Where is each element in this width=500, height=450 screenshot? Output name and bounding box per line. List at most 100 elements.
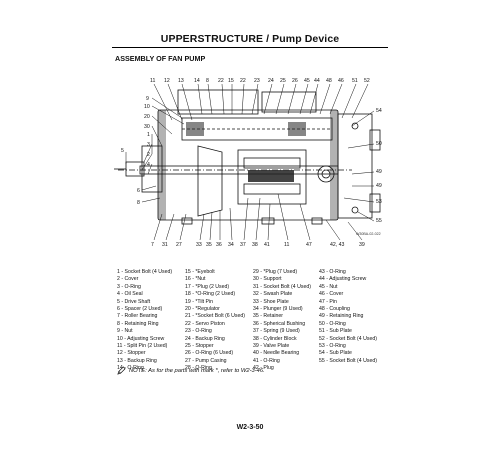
callout-55: 55 (376, 218, 382, 224)
callout-37: 37 (240, 242, 246, 248)
legend-item: 53 - O-Ring (319, 343, 346, 350)
callout-35: 35 (206, 242, 212, 248)
legend-item: 24 - Backup Ring (185, 335, 225, 342)
legend-item: 1 - Socket Bolt (4 Used) (117, 269, 173, 275)
callout-33: 33 (196, 242, 202, 248)
callout-44: 44 (314, 78, 320, 84)
legend-item: 45 - Nut (319, 283, 338, 290)
callout-11: 11 (150, 78, 155, 84)
pencil-icon (117, 366, 126, 375)
legend-item: 31 - Socket Bolt (4 Used) (253, 283, 311, 290)
legend-item: 11 - Split Pin (2 Used) (117, 343, 168, 350)
legend-item: 51 - Sub Plate (319, 328, 352, 335)
pump-hatching (158, 110, 338, 220)
callout-38: 38 (252, 242, 258, 248)
legend-item: 3 - O-Ring (117, 283, 141, 290)
legend-item: 33 - Shoe Plate (253, 298, 289, 305)
callout-27: 27 (176, 242, 182, 248)
legend-item: 15 - *Eyebolt (185, 269, 215, 275)
legend-item: 34 - Plunger (9 Used) (253, 306, 303, 313)
callout-5: 5 (121, 148, 124, 154)
legend-item: 17 - *Plug (2 Used) (185, 283, 230, 290)
legend-item: 19 - *Tilt Pin (185, 298, 214, 305)
legend-item: 14 - O-Ring (117, 365, 144, 372)
legend-item: 55 - Socket Bolt (4 Used) (319, 357, 377, 364)
callout-34: 34 (228, 242, 234, 248)
callout-6: 6 (137, 188, 140, 194)
legend-item: 20 - *Regulator (185, 306, 220, 313)
callout-7: 7 (151, 242, 154, 248)
callout-46: 46 (338, 78, 344, 84)
legend-item: 36 - Spherical Bushing (253, 320, 306, 327)
callout-30: 30 (144, 124, 150, 130)
legend-item: 22 - Servo Piston (185, 320, 225, 327)
legend-item: 8 - Retaining Ring (117, 320, 159, 327)
legend-item: 9 - Nut (117, 328, 133, 335)
legend-item: 40 - Needle Bearing (253, 350, 300, 357)
left-callouts: 9 10 20 30 1 3 2 4 6 5 8 (121, 96, 150, 206)
callout-49b: 49 (376, 183, 382, 189)
section-title: ASSEMBLY OF FAN PUMP (115, 54, 206, 63)
legend-item: 38 - Cylinder Block (253, 335, 297, 342)
legend-item: 47 - Pin (319, 298, 337, 305)
callout-51: 51 (352, 78, 358, 84)
top-callouts: 11 12 13 14 8 22 15 22 23 24 25 26 45 44… (150, 78, 370, 84)
callout-4: 4 (147, 162, 150, 168)
callout-53: 53 (376, 199, 382, 205)
legend-item: 6 - Spacer (2 Used) (117, 306, 163, 313)
callout-13: 13 (178, 78, 184, 84)
callout-50: 50 (376, 141, 382, 147)
legend-item: 28 - O-Ring (185, 365, 212, 372)
callout-11-bottom: 11 (284, 242, 289, 248)
page-number: W2-3-50 (236, 424, 264, 431)
pump-body-outline (114, 89, 381, 225)
legend-item: 12 - Stopper (117, 350, 146, 357)
callout-14: 14 (194, 78, 200, 84)
header-rule (112, 47, 388, 48)
legend-item: 10 - Adjusting Screw (117, 335, 165, 342)
legend-item: 7 - Roller Bearing (117, 313, 158, 320)
callout-22: 22 (218, 78, 224, 84)
callout-23: 23 (254, 78, 260, 84)
callout-41: 41 (264, 242, 270, 248)
callout-49: 49 (376, 169, 382, 175)
legend-item: 4 - Oil Seal (117, 291, 143, 298)
legend-item: 32 - Swash Plate (253, 291, 293, 298)
callout-9: 9 (146, 96, 149, 102)
callout-8-left: 8 (137, 200, 140, 206)
legend-item: 13 - Backup Ring (117, 357, 157, 364)
callout-8: 8 (206, 78, 209, 84)
callout-45: 45 (304, 78, 310, 84)
legend-item: 49 - Retaining Ring (319, 313, 364, 320)
callout-42-43: 42, 43 (330, 242, 345, 248)
callout-2: 2 (147, 152, 150, 158)
legend-item: 25 - Stopper (185, 343, 214, 350)
callout-52: 52 (364, 78, 370, 84)
callout-15: 15 (228, 78, 234, 84)
legend-item: 29 - *Plug (7 Used) (253, 269, 298, 275)
callout-3: 3 (147, 142, 150, 148)
callout-20: 20 (144, 114, 150, 120)
callout-47: 47 (306, 242, 312, 248)
figure-code: W30BA-02-022 (356, 232, 381, 236)
callout-12: 12 (164, 78, 170, 84)
legend-column-4: 43 - O-Ring 44 - Adjusting Screw 45 - Nu… (319, 269, 377, 365)
callout-22b: 22 (240, 78, 246, 84)
legend-item: 35 - Retainer (253, 313, 283, 320)
legend-item: 26 - O-Ring (6 Used) (185, 350, 234, 357)
legend-item: 41 - O-Ring (253, 357, 280, 364)
legend-item: 2 - Cover (117, 276, 139, 283)
callout-10: 10 (144, 104, 150, 110)
fan-pump-assembly-drawing: 11 12 13 14 8 22 15 22 23 24 25 26 45 44… (112, 74, 390, 250)
callout-36: 36 (216, 242, 222, 248)
callout-1: 1 (147, 132, 150, 138)
legend-item: 5 - Drive Shaft (117, 298, 151, 305)
legend-item: 50 - O-Ring (319, 320, 346, 327)
page-header-title: UPPERSTRUCTURE / Pump Device (160, 33, 340, 45)
legend-column-1: 1 - Socket Bolt (4 Used) 2 - Cover 3 - O… (117, 269, 172, 373)
callout-26: 26 (292, 78, 298, 84)
callout-31: 31 (162, 242, 168, 248)
callout-39: 39 (359, 242, 365, 248)
callout-leaders (125, 83, 375, 241)
right-callouts: 54 50 49 49 53 55 (376, 108, 382, 224)
